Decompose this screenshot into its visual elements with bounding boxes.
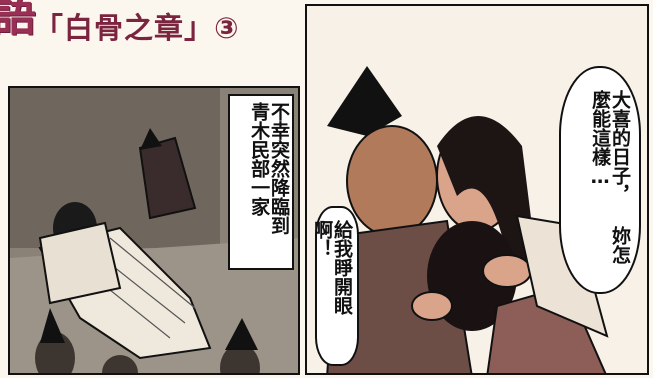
chapter-title: 「白骨之章」③ (34, 11, 240, 45)
bubble-right-line-2: 妳怎麼能這樣… (589, 90, 631, 264)
bubble-right-line-1: 大喜的日子， (609, 90, 631, 204)
series-logo-glyph: 語 (0, 0, 36, 41)
chapter-header: 語 「白骨之章」③ (0, 0, 300, 80)
panel-right: 大喜的日子， 妳怎麼能這樣… 給我睜開眼啊！ (305, 4, 649, 375)
caption-line-2: 青木民部一家 (248, 102, 271, 216)
caption-line-1: 不幸突然降臨到 (268, 102, 290, 235)
bubble-left-text: 給我睜開眼啊！ (311, 220, 353, 315)
speech-bubble-right: 大喜的日子， 妳怎麼能這樣… (559, 66, 641, 294)
narration-caption: 不幸突然降臨到 青木民部一家 (228, 94, 294, 270)
panel-left: 不幸突然降臨到 青木民部一家 (8, 86, 300, 375)
speech-bubble-left: 給我睜開眼啊！ (311, 206, 359, 366)
